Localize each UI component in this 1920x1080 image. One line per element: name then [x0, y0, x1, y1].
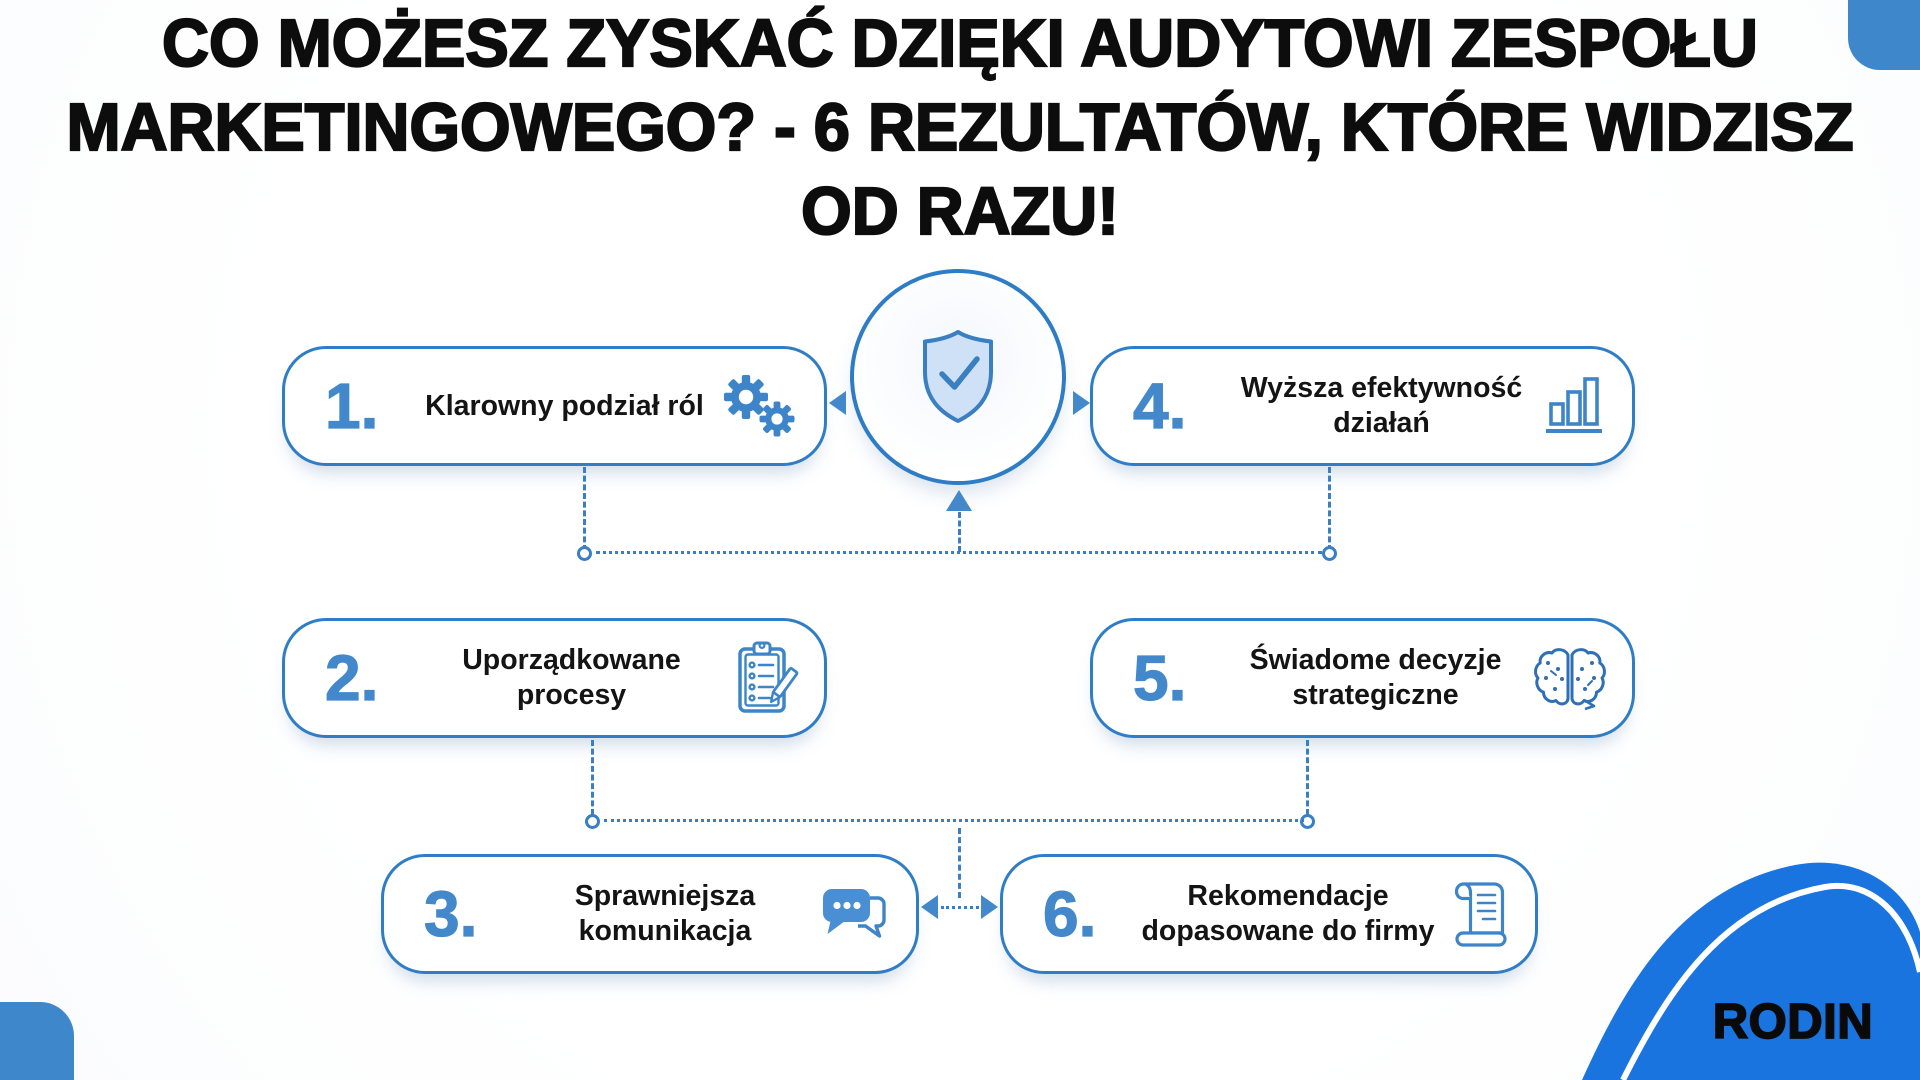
- connector-b-left-node: [585, 814, 600, 829]
- bar-chart-icon: [1544, 374, 1608, 438]
- benefit-number: 1.: [324, 370, 379, 442]
- benefit-number: 4.: [1132, 370, 1187, 442]
- connector-a-left-drop: [583, 467, 586, 551]
- chat-bubbles-icon: [820, 882, 892, 946]
- connector-a-center-rise: [958, 512, 961, 552]
- checklist-clipboard-icon: [732, 638, 800, 718]
- connector-b-right-drop: [1306, 740, 1309, 815]
- center-badge: [850, 269, 1066, 485]
- connector-a-left-node: [577, 546, 592, 561]
- benefit-box-1: 1. Klarowny podział ról: [282, 346, 827, 466]
- gears-icon: [718, 372, 800, 440]
- connector-b-horizontal: [604, 819, 1304, 822]
- arrow-left-icon: [829, 391, 846, 415]
- connector-b-bottom-horizontal: [941, 906, 979, 909]
- scroll-document-icon: [1447, 877, 1511, 951]
- benefit-box-5: 5. Świadome decyzje strategiczne: [1090, 618, 1635, 738]
- brand-logo: RODIN: [1712, 994, 1874, 1050]
- benefit-label: Sprawniejsza komunikacja: [574, 880, 756, 947]
- arrow-right-icon: [981, 895, 998, 919]
- connector-b-left-drop: [591, 740, 594, 815]
- arrow-left-icon: [921, 895, 938, 919]
- connector-a-horizontal: [596, 551, 1322, 554]
- benefit-box-4: 4. Wyższa efektywność działań: [1090, 346, 1635, 466]
- benefit-number: 5.: [1132, 642, 1187, 714]
- benefit-label: Uporządkowane procesy: [462, 644, 681, 711]
- arrow-right-icon: [1073, 391, 1090, 415]
- benefit-number: 3.: [423, 878, 478, 950]
- page-title-line2: MARKETINGOWEGO? - 6 REZULTATÓW, KTÓRE WI…: [65, 89, 1854, 166]
- connector-a-right-node: [1322, 546, 1337, 561]
- benefit-label: Klarowny podział ról: [425, 389, 704, 422]
- benefit-label: Wyższa efektywność działań: [1240, 372, 1523, 439]
- corner-shape-bottom-left: [0, 1002, 74, 1080]
- shield-check-icon: [912, 322, 1004, 433]
- benefit-label: Świadome decyzje strategiczne: [1249, 644, 1502, 711]
- page-title: CO MOŻESZ ZYSKAĆ DZIĘKI AUDYTOWI ZESPOŁU…: [29, 2, 1891, 254]
- brain-icon: [1532, 644, 1608, 712]
- page-title-line1: CO MOŻESZ ZYSKAĆ DZIĘKI AUDYTOWI ZESPOŁU: [161, 5, 1759, 82]
- benefit-label: Rekomendacje dopasowane do firmy: [1141, 880, 1435, 947]
- connector-a-right-drop: [1328, 467, 1331, 551]
- benefit-box-2: 2. Uporządkowane procesy: [282, 618, 827, 738]
- arrow-up-icon: [946, 490, 972, 511]
- benefit-number: 6.: [1042, 878, 1097, 950]
- benefit-box-3: 3. Sprawniejsza komunikacja: [381, 854, 919, 974]
- wave-decoration: [1520, 820, 1920, 1080]
- corner-shape-top-right: [1848, 0, 1920, 70]
- benefit-box-6: 6. Rekomendacje dopasowane do firmy: [1000, 854, 1538, 974]
- page-title-line3: OD RAZU!: [800, 173, 1120, 250]
- connector-b-center-drop: [958, 828, 961, 898]
- benefit-number: 2.: [324, 642, 379, 714]
